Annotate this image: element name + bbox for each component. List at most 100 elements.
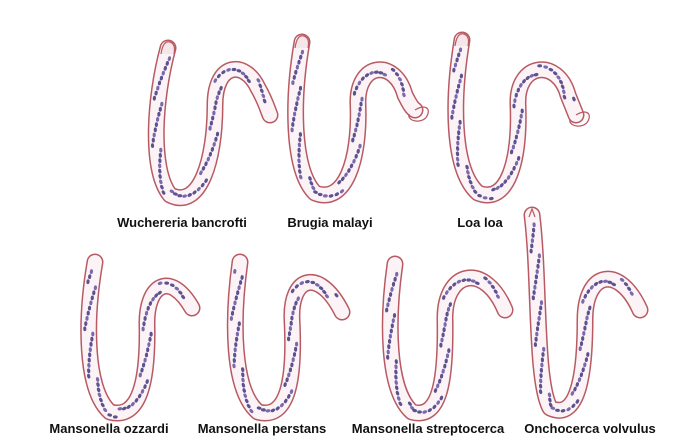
nucleus (512, 103, 516, 109)
nucleus (237, 285, 241, 290)
nucleus (261, 408, 266, 412)
nucleus (130, 401, 135, 407)
worm-brugia-malayi (287, 33, 429, 204)
nucleus (556, 75, 561, 80)
nucleus (163, 65, 167, 71)
nucleus (623, 282, 629, 287)
nucleus (177, 194, 183, 198)
nucleus (483, 276, 488, 281)
nucleus (456, 140, 460, 146)
nucleus (467, 175, 471, 180)
nucleus (562, 89, 566, 95)
nucleus (352, 158, 356, 164)
nucleus (582, 331, 586, 336)
nucleus (143, 384, 147, 389)
nucleus (352, 90, 357, 96)
nucleus (256, 78, 261, 83)
nucleus (466, 169, 470, 175)
species-label-mansonella-perstans: Mansonella perstans (198, 421, 327, 436)
nucleus (141, 326, 145, 332)
nucleus (444, 358, 448, 364)
nucleus (529, 73, 534, 78)
nucleus (291, 310, 295, 316)
nucleus (89, 269, 94, 274)
nucleus (450, 114, 454, 120)
nucleus (499, 183, 504, 188)
nucleus (211, 115, 215, 121)
nucleus (453, 99, 457, 104)
nucleus (275, 406, 280, 411)
nucleus (161, 190, 166, 195)
nucleus (95, 377, 100, 382)
nucleus (142, 321, 146, 327)
nucleus (169, 283, 175, 287)
nucleus (144, 352, 149, 358)
nucleus (581, 336, 585, 341)
nuclei-group (385, 271, 500, 414)
nucleus (293, 346, 298, 352)
nucleus (160, 184, 164, 190)
nucleus (233, 352, 237, 358)
nucleus (160, 101, 164, 107)
nucleus (390, 323, 394, 329)
nucleus (586, 310, 590, 316)
worm-mansonella-ozzardi (80, 253, 201, 422)
species-label-loa-loa: Loa loa (457, 215, 503, 230)
nucleus (509, 170, 514, 176)
nucleus (299, 54, 303, 60)
nucleus (534, 274, 539, 280)
nucleus (537, 253, 542, 259)
nucleus (436, 400, 440, 405)
nucleus (387, 339, 392, 344)
nucleus (173, 192, 178, 196)
nucleus (256, 406, 262, 410)
nucleus (455, 57, 459, 63)
nucleus (537, 64, 543, 68)
nucleus (443, 363, 447, 369)
nucleus (137, 393, 142, 399)
nucleus (519, 113, 523, 119)
nucleus (155, 117, 160, 122)
nucleus (513, 139, 517, 145)
nucleus (533, 284, 537, 290)
nucleus (234, 336, 239, 342)
nucleus (441, 368, 445, 374)
nucleus (122, 406, 127, 411)
nucleus (356, 148, 360, 154)
nucleus (598, 280, 603, 284)
nucleus (387, 344, 391, 350)
nucleus (514, 134, 519, 140)
nucleus (178, 290, 183, 295)
nucleus (394, 72, 400, 77)
nucleus (445, 353, 450, 359)
nucleus (206, 156, 210, 162)
nucleus (547, 392, 552, 398)
nucleus (86, 310, 90, 316)
nucleus (296, 96, 300, 101)
nucleus (442, 327, 446, 333)
worm-loa-loa (447, 31, 590, 204)
nucleus (454, 94, 458, 99)
nucleus (297, 163, 301, 169)
nucleus (143, 357, 147, 363)
nucleus (395, 271, 399, 277)
nucleus (300, 49, 305, 55)
nucleus (536, 263, 540, 269)
nucleus (512, 165, 516, 171)
nucleus (358, 106, 362, 112)
nucleus (360, 76, 365, 81)
nucleus (144, 310, 149, 316)
nucleus (232, 305, 236, 311)
nucleus (461, 278, 467, 282)
nucleus (298, 174, 303, 180)
nucleus (516, 87, 520, 93)
nucleus (550, 406, 556, 410)
nucleus (151, 296, 155, 302)
nucleus (305, 280, 310, 284)
nucleus (583, 325, 587, 331)
nucleus (261, 93, 266, 99)
nucleus (357, 112, 361, 117)
nucleus (235, 331, 240, 337)
nucleus (159, 179, 163, 185)
nucleus (553, 71, 558, 76)
